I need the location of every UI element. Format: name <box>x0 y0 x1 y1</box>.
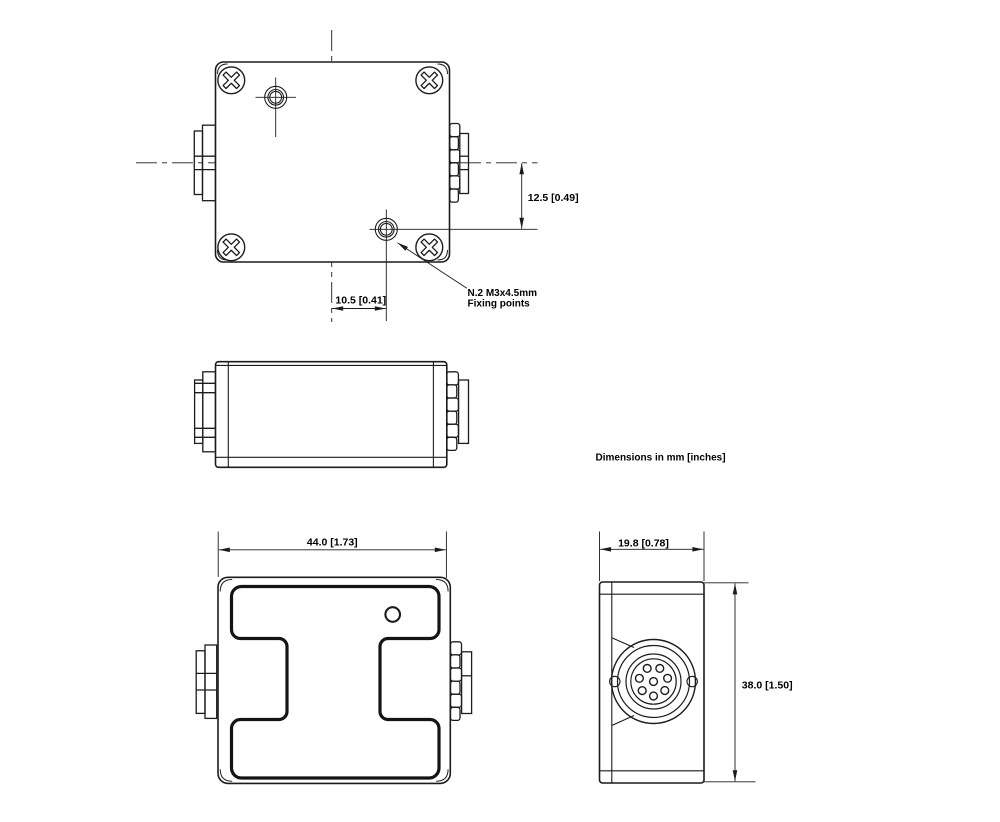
led-indicator <box>384 606 402 623</box>
dim-width <box>217 531 447 578</box>
threaded-connector-right-side-view <box>446 371 470 452</box>
side-view-middle <box>193 360 470 469</box>
connector-side-view <box>598 531 756 784</box>
side-view-edges <box>215 361 447 468</box>
front-view-corner-edges <box>219 579 449 782</box>
plug-connector-left-front-view <box>195 644 218 720</box>
dim-label-10-5: 10.5 [0.41] <box>335 294 386 306</box>
m12-connector-face <box>609 638 698 725</box>
fixing-note-line1: N.2 M3x4.5mm <box>468 288 538 299</box>
fixing-hole-bottom <box>369 209 538 321</box>
front-view <box>195 531 473 785</box>
top-view-body <box>214 61 451 263</box>
dim-depth <box>599 531 705 581</box>
threaded-connector-right-front-view <box>449 641 473 722</box>
plug-connector-left-side-view <box>193 371 217 453</box>
dim-label-38-0: 38.0 [1.50] <box>742 680 793 692</box>
front-face-groove <box>229 584 441 780</box>
top-view <box>136 30 538 322</box>
keyway-right <box>686 675 698 688</box>
connector-view-body <box>598 581 705 784</box>
corner-screw-top-right <box>415 66 444 95</box>
connector-pins <box>634 663 673 701</box>
corner-screw-bottom-left <box>217 233 246 262</box>
dim-label-44-0: 44.0 [1.73] <box>307 536 358 548</box>
keyway-left <box>609 675 621 688</box>
dim-label-19-8: 19.8 [0.78] <box>618 538 669 550</box>
fixing-note-leader <box>397 242 468 289</box>
fixing-note-line2: Fixing points <box>468 299 531 310</box>
corner-screw-top-left <box>217 66 246 95</box>
units-note: Dimensions in mm [inches] <box>596 452 726 463</box>
dim-height <box>704 582 756 783</box>
side-view-body <box>214 360 448 469</box>
corner-screw-bottom-right <box>415 233 444 262</box>
dim-label-12-5: 12.5 [0.49] <box>528 192 579 204</box>
fixing-hole-top <box>255 77 296 137</box>
